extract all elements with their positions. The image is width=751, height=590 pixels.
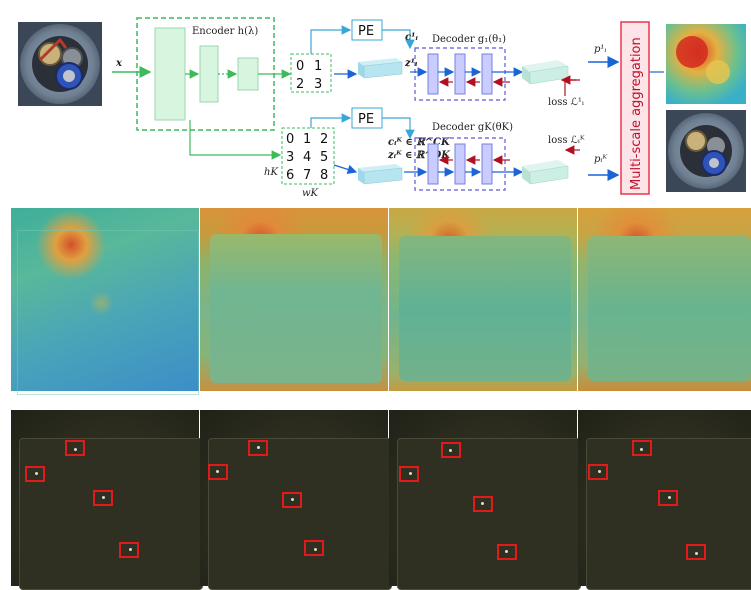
defect-box bbox=[497, 544, 517, 560]
output-cable-image bbox=[666, 110, 746, 192]
svg-text:6: 6 bbox=[286, 168, 294, 183]
defect-box bbox=[686, 544, 706, 560]
defect-box bbox=[632, 440, 652, 456]
decoder-k-layer-1 bbox=[427, 143, 439, 185]
svg-text:PE: PE bbox=[358, 24, 374, 39]
svg-text:8: 8 bbox=[320, 168, 328, 183]
encoder-label: Encoder h(λ) bbox=[192, 26, 258, 37]
feature-bar-k bbox=[358, 164, 403, 185]
svg-text:1: 1 bbox=[314, 59, 322, 74]
detection-aggregated bbox=[578, 410, 751, 590]
svg-text:1: 1 bbox=[303, 132, 311, 147]
ck-label: cᵢᴷ ∈ ℝ^CK bbox=[388, 137, 451, 148]
loss-k-label: loss ℒᵢᴷ bbox=[548, 135, 585, 146]
decoder-k-layer-3 bbox=[481, 143, 493, 185]
output-bar-1 bbox=[522, 60, 569, 85]
defect-box bbox=[119, 542, 139, 558]
patch-grid-scale-1: 0 1 2 3 bbox=[290, 53, 332, 93]
heatmap-scale-2 bbox=[200, 208, 388, 391]
output-bar-k bbox=[522, 160, 569, 185]
svg-text:3: 3 bbox=[286, 150, 294, 165]
svg-text:0: 0 bbox=[296, 59, 304, 74]
svg-text:2: 2 bbox=[320, 132, 328, 147]
heatmap-scale-3 bbox=[389, 208, 577, 391]
heatmap-aggregated bbox=[578, 208, 751, 391]
encoder-block-3 bbox=[237, 57, 259, 91]
svg-text:0: 0 bbox=[286, 132, 294, 147]
encoder-block-2 bbox=[199, 45, 219, 103]
defect-box bbox=[248, 440, 268, 456]
decoder-k-layer-2 bbox=[454, 143, 466, 185]
decoder-1-label: Decoder g₁(θ₁) bbox=[432, 34, 506, 45]
wk-label: wK bbox=[302, 188, 319, 199]
loss-1-label: loss ℒ¹ᵢ bbox=[548, 97, 584, 108]
decoder-1-layer-1 bbox=[427, 53, 439, 95]
defect-box bbox=[25, 466, 45, 482]
defect-box bbox=[441, 442, 461, 458]
decoder-k-label: Decoder gK(θK) bbox=[432, 122, 513, 133]
defect-box bbox=[93, 490, 113, 506]
output-heatmap-image bbox=[666, 24, 746, 104]
defect-box bbox=[282, 492, 302, 508]
svg-text:2: 2 bbox=[296, 77, 304, 92]
defect-box bbox=[588, 464, 608, 480]
detection-scale-2 bbox=[200, 410, 392, 590]
defect-box bbox=[399, 466, 419, 482]
pk-label: pᵢᴷ bbox=[594, 154, 608, 165]
svg-text:4: 4 bbox=[303, 150, 311, 165]
heatmap-scale-1 bbox=[11, 208, 199, 395]
detection-scale-1 bbox=[11, 410, 203, 590]
decoder-1-layer-3 bbox=[481, 53, 493, 95]
hk-label: hK bbox=[264, 167, 278, 178]
decoder-1-box bbox=[414, 47, 506, 101]
defect-box bbox=[304, 540, 324, 556]
zk-label: zᵢᴷ ∈ ℝ^DK bbox=[387, 150, 451, 161]
p1-label: p¹ᵢ bbox=[594, 44, 606, 55]
input-variable-label: x bbox=[115, 58, 123, 69]
multi-scale-aggregation-label: Multi-scale aggregation bbox=[629, 37, 644, 190]
multi-scale-aggregation-box bbox=[620, 21, 650, 195]
z1-label: z¹ᵢ bbox=[404, 58, 418, 69]
c1-label: c¹ᵢ bbox=[405, 32, 418, 43]
architecture-diagram: x Encoder h(λ) 0 1 2 3 0 1 2 3 4 5 6 7 8… bbox=[18, 17, 746, 199]
defect-box bbox=[208, 464, 228, 480]
decoder-k-box bbox=[414, 137, 506, 191]
encoder-block-1 bbox=[154, 27, 186, 121]
svg-text:7: 7 bbox=[303, 168, 311, 183]
svg-text:PE: PE bbox=[358, 112, 374, 127]
decoder-1-layer-2 bbox=[454, 53, 466, 95]
svg-text:3: 3 bbox=[314, 77, 322, 92]
defect-box bbox=[658, 490, 678, 506]
detection-scale-3 bbox=[389, 410, 581, 590]
defect-box bbox=[473, 496, 493, 512]
input-cable-image bbox=[18, 22, 102, 106]
svg-text:5: 5 bbox=[320, 150, 328, 165]
defect-box bbox=[65, 440, 85, 456]
feature-bar-1 bbox=[358, 58, 403, 79]
patch-grid-scale-k: 0 1 2 3 4 5 6 7 8 bbox=[281, 127, 335, 185]
